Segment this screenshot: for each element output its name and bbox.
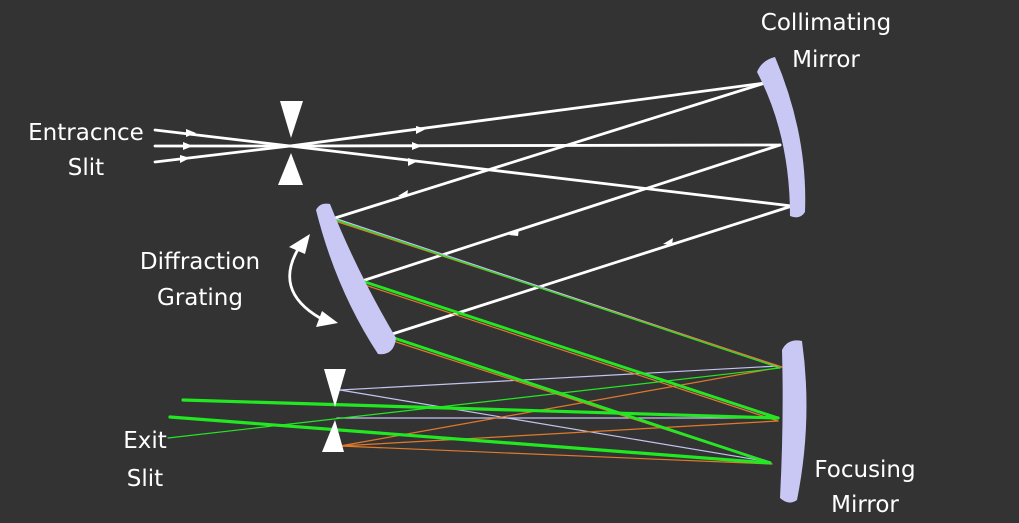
rotation-arrowhead-bottom-icon (316, 311, 338, 327)
entrance-slit-jaw-bottom (278, 153, 303, 185)
arrow-head-icon (186, 129, 196, 137)
exit-slit-jaw-top (324, 369, 346, 407)
entrance-slit-jaw-top (280, 101, 303, 138)
entrance-slit-label-line1: Entracnce (28, 120, 144, 146)
ray-green (360, 279, 780, 420)
ray-green (167, 367, 781, 439)
beam-entrance-bot (153, 144, 292, 164)
beam-entrance-top (153, 128, 292, 148)
focusing-mirror (780, 340, 807, 503)
input-beams (153, 81, 794, 338)
collimating-mirror-label-line1: Collimating (761, 10, 891, 36)
arrow-head-icon (412, 142, 422, 150)
arrow-head-icon (416, 126, 426, 134)
ray-lavender (339, 365, 779, 391)
grating-label-line1: Diffraction (140, 249, 260, 275)
ray-lavender (339, 389, 771, 463)
exit-slit-label-line2: Slit (127, 466, 163, 492)
ray-green (335, 219, 781, 369)
grating-label-line2: Grating (157, 285, 243, 311)
ray-orange (339, 420, 779, 447)
focusing-mirror-label-line1: Focusing (814, 457, 915, 483)
collimating-mirror-label-line2: Mirror (792, 47, 860, 73)
beam-direction-arrows (180, 126, 673, 245)
labels: Entracnce Slit Diffraction Grating Colli… (28, 10, 915, 518)
exit-slit-label-line1: Exit (123, 428, 167, 454)
beam-to-collimator-bot (288, 144, 794, 208)
arrow-head-icon (509, 229, 519, 236)
diffracted-beams (167, 218, 783, 465)
arrow-head-icon (398, 190, 408, 197)
rotation-arrowhead-top-icon (289, 234, 310, 254)
arrow-head-icon (663, 238, 673, 245)
arrow-head-icon (183, 142, 193, 150)
exit-slit-jaw-bottom (322, 420, 344, 452)
beam-to-collimator-top (288, 81, 767, 148)
arrow-head-icon (408, 158, 418, 166)
beam-collimated-top (333, 81, 767, 220)
beam-collimated-bot (384, 204, 794, 338)
focusing-mirror-label-line2: Mirror (831, 492, 899, 518)
entrance-slit (278, 101, 303, 185)
ray-orange (339, 445, 773, 465)
beam-collimated-mid (360, 143, 782, 283)
beam-to-collimator-mid (288, 143, 782, 148)
collimating-mirror (757, 57, 806, 218)
ray-orange (361, 283, 779, 422)
rotation-arrow-icon (288, 245, 321, 320)
ray-green (386, 334, 772, 465)
exit-slit (322, 369, 346, 452)
entrance-slit-label-line2: Slit (68, 155, 104, 181)
ray-green (181, 398, 780, 420)
arrow-head-icon (180, 155, 190, 163)
ray-green (168, 415, 772, 465)
ray-orange (339, 366, 783, 447)
diffraction-grating (316, 203, 396, 355)
